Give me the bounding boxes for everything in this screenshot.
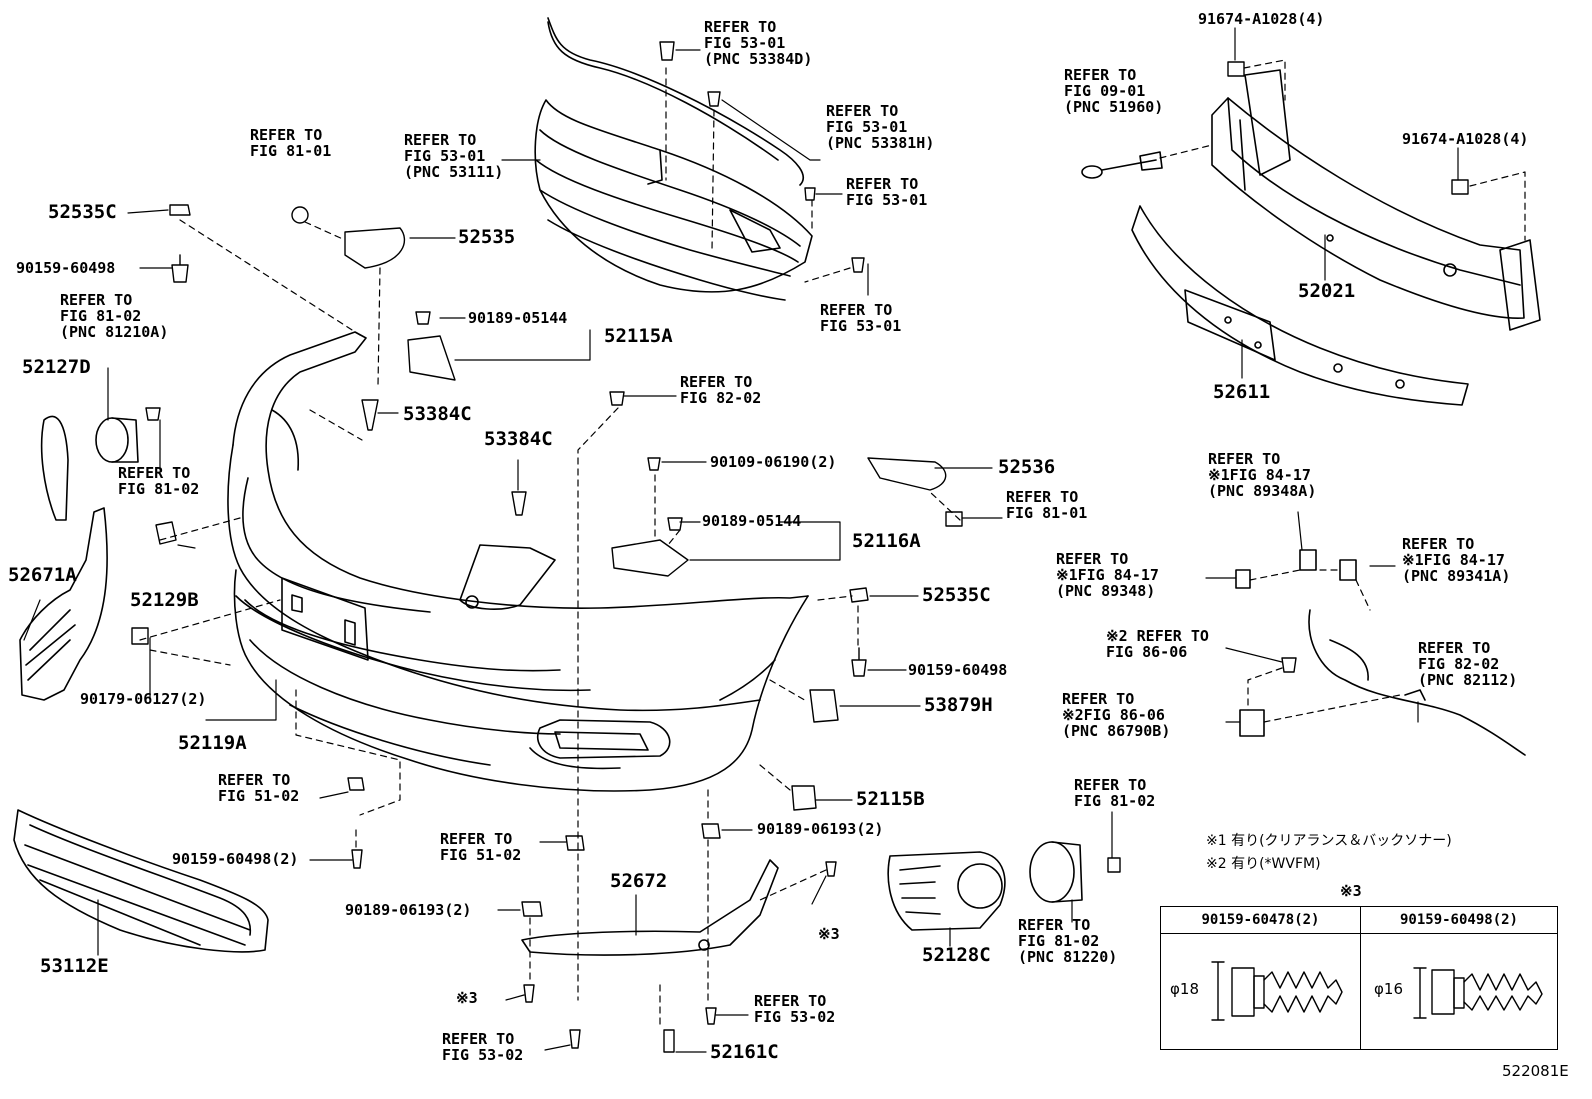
note-2: ※2 有り(*WVFM) (1206, 856, 1321, 872)
part-label: 90189-05144 (702, 512, 802, 530)
part-label: 52128C (922, 944, 991, 966)
part-label: 90189-06193(2) (345, 901, 472, 919)
part-label: 52119A (178, 732, 247, 754)
side-bracket-left (19, 507, 108, 701)
radiator-grille (534, 17, 813, 301)
reference-label: REFER TO FIG 53-01 (PNC 53384D) (704, 18, 813, 68)
drawing-id: 522081E (1502, 1062, 1569, 1080)
table-header-col1: 90159-60478(2) (1161, 907, 1360, 934)
reference-label: REFER TO FIG 81-01 (1006, 488, 1088, 522)
part-label: 52115A (604, 325, 673, 347)
part-label: 90179-06127(2) (80, 690, 207, 708)
bumper-reinforcement (1211, 69, 1541, 331)
table-header-col2: 90159-60498(2) (1361, 907, 1557, 934)
lower-spoiler (521, 859, 779, 956)
reference-label: ※2 REFER TO FIG 86-06 (1106, 627, 1209, 661)
part-label: ※3 (456, 989, 478, 1007)
dimension-label: φ18 (1170, 980, 1199, 998)
reference-label: REFER TO ※2FIG 86-06 (PNC 86790B) (1062, 690, 1171, 740)
note-1: ※1 有り(クリアランス＆バックソナー) (1206, 833, 1452, 849)
reference-label: REFER TO FIG 81-02 (1074, 776, 1156, 810)
fog-lamp-left (95, 417, 139, 463)
reference-label: REFER TO FIG 51-02 (218, 771, 300, 805)
reference-label: REFER TO FIG 81-02 (118, 464, 200, 498)
part-label: 90159-60498 (16, 259, 116, 277)
reference-label: REFER TO FIG 81-02 (PNC 81220) (1018, 916, 1118, 966)
reference-label: REFER TO FIG 53-02 (754, 992, 836, 1026)
part-label: 52115B (856, 788, 925, 810)
part-label: 90109-06190(2) (710, 453, 837, 471)
part-label: 52671A (8, 564, 77, 586)
reference-label: REFER TO FIG 53-01 (820, 301, 902, 335)
part-label: 52536 (998, 456, 1056, 478)
reference-label: REFER TO ※1FIG 84-17 (PNC 89348) (1056, 550, 1159, 600)
part-label: 53112E (40, 955, 109, 977)
reference-label: REFER TO FIG 53-02 (442, 1030, 524, 1064)
lower-grille (13, 809, 269, 953)
side-lamp-52127D (40, 415, 69, 521)
guide-lines (139, 59, 1526, 1029)
lower-valance (235, 595, 591, 692)
reference-label: REFER TO FIG 53-01 (PNC 53111) (404, 131, 504, 181)
part-label: ※3 (818, 925, 840, 943)
leader-lines (23, 27, 1459, 1053)
part-label: 52611 (1213, 381, 1271, 403)
wire-harness (1235, 549, 1526, 756)
reference-label: REFER TO FIG 81-02 (PNC 81210A) (60, 291, 169, 341)
dimension-label: φ16 (1374, 980, 1403, 998)
part-label: 53384C (403, 403, 472, 425)
reference-label: REFER TO ※1FIG 84-17 (PNC 89348A) (1208, 450, 1317, 500)
table-marker: ※3 (1340, 882, 1362, 900)
part-label: 91674-A1028(4) (1198, 10, 1325, 28)
part-label: 90189-05144 (468, 309, 568, 327)
reference-label: REFER TO FIG 81-01 (250, 126, 332, 160)
fasteners (131, 41, 1469, 1053)
part-label: 90159-60498 (908, 661, 1008, 679)
part-label: 53384C (484, 428, 553, 450)
towing-eye (1081, 151, 1163, 179)
part-label: 52672 (610, 870, 668, 892)
part-label: 52129B (130, 589, 199, 611)
part-label: 52161C (710, 1041, 779, 1063)
reference-label: REFER TO FIG 09-01 (PNC 51960) (1064, 66, 1164, 116)
part-label: 90189-06193(2) (757, 820, 884, 838)
energy-absorber (1131, 205, 1469, 406)
fog-lamp-bezel (887, 851, 1006, 931)
part-label: 52535C (922, 584, 991, 606)
part-label: 52535 (458, 226, 516, 248)
reference-label: REFER TO FIG 53-01 (PNC 53381H) (826, 102, 935, 152)
screw-illustrations (1211, 961, 1543, 1021)
bumper-cover-outline (227, 331, 809, 792)
screw-size-table: 90159-60478(2) 90159-60498(2) (1160, 906, 1558, 1050)
part-label: 91674-A1028(4) (1402, 130, 1529, 148)
reference-label: REFER TO ※1FIG 84-17 (PNC 89341A) (1402, 535, 1511, 585)
table-divider (1360, 907, 1362, 1049)
part-label: 90159-60498(2) (172, 850, 299, 868)
part-label: 52127D (22, 356, 91, 378)
part-label: 52535C (48, 201, 117, 223)
fog-lamp (1029, 841, 1083, 903)
part-label: 53879H (924, 694, 993, 716)
reference-label: REFER TO FIG 53-01 (846, 175, 928, 209)
reference-label: REFER TO FIG 82-02 (PNC 82112) (1418, 639, 1518, 689)
part-label: 52021 (1298, 280, 1356, 302)
reference-label: REFER TO FIG 82-02 (680, 373, 762, 407)
reference-label: REFER TO FIG 51-02 (440, 830, 522, 864)
part-label: 52116A (852, 530, 921, 552)
